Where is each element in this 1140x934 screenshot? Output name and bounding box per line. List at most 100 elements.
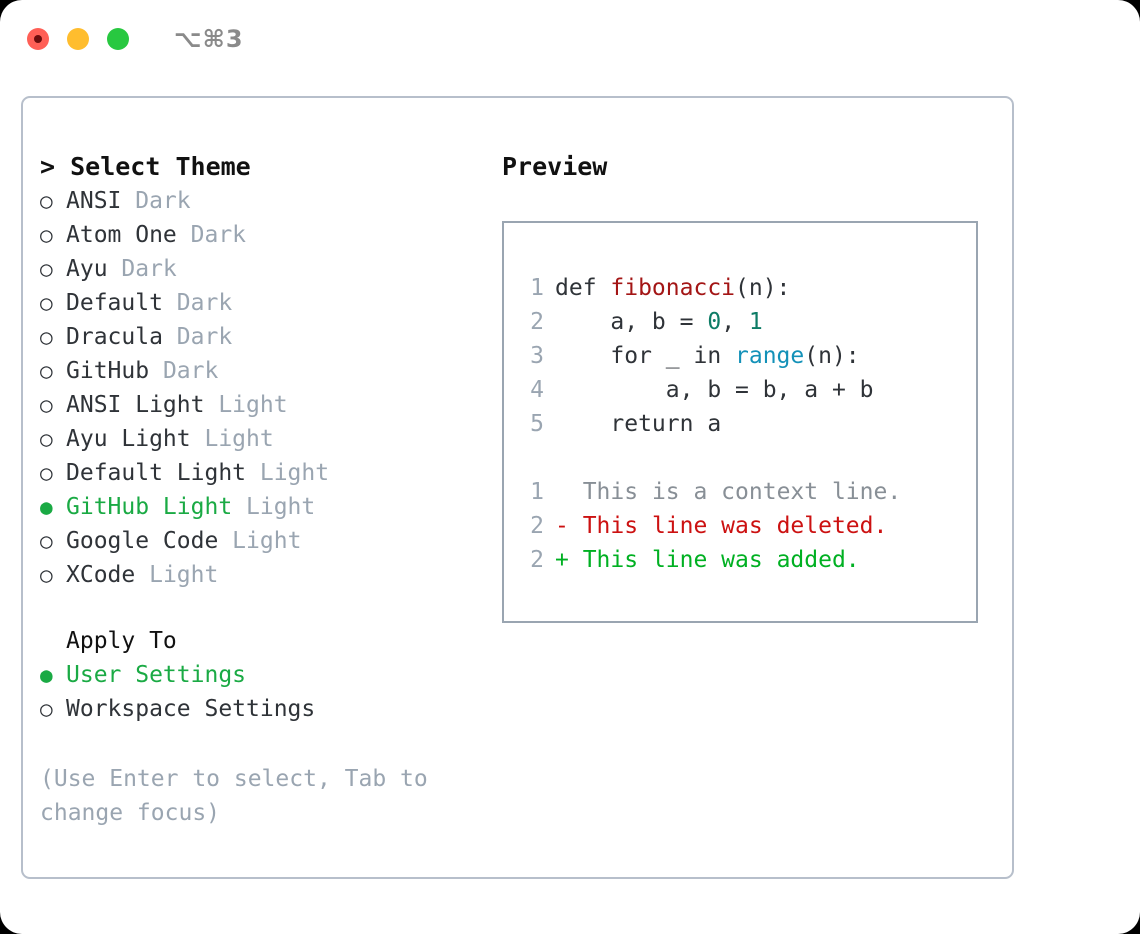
- radio-unselected-icon: ○: [40, 461, 53, 485]
- line-number: 1: [530, 479, 544, 505]
- theme-option-ansi-light[interactable]: ○ ANSI Light Light: [40, 388, 480, 422]
- code-token-plain: (n):: [804, 343, 860, 369]
- theme-option-label: Default: [66, 290, 163, 316]
- diff-line-context: 1 This is a context line.: [504, 475, 976, 509]
- line-number: 2: [530, 547, 544, 573]
- theme-option-label: XCode: [66, 562, 136, 588]
- diff-line-text: This is a context line.: [582, 479, 902, 505]
- radio-unselected-icon: ○: [40, 427, 53, 451]
- radio-selected-icon: ●: [40, 663, 53, 687]
- theme-option-default-light[interactable]: ○ Default Light Light: [40, 456, 480, 490]
- theme-option-label: Atom One: [66, 222, 177, 248]
- radio-unselected-icon: ○: [40, 325, 53, 349]
- theme-option-tag: Light: [135, 562, 219, 588]
- theme-option-tag: Light: [232, 494, 316, 520]
- theme-option-ayu-light[interactable]: ○Ayu Light Light: [40, 422, 480, 456]
- radio-unselected-icon: ○: [40, 189, 53, 213]
- radio-unselected-icon: ○: [40, 393, 53, 417]
- code-token-plain: a, b = b, a + b: [555, 377, 874, 403]
- code-line: 2 a, b = 0, 1: [504, 305, 976, 339]
- theme-option-label: Default Light: [66, 460, 247, 486]
- code-token-num: 1: [748, 309, 763, 335]
- theme-option-xcode[interactable]: ○XCode Light: [40, 558, 480, 592]
- theme-option-tag: Light: [204, 392, 288, 418]
- apply-to-option-label: User Settings: [66, 662, 247, 688]
- select-theme-heading: > Select Theme: [40, 152, 251, 181]
- code-token-plain: def: [555, 275, 611, 301]
- preview-heading: Preview: [502, 152, 608, 181]
- close-window-button[interactable]: [27, 28, 49, 50]
- theme-option-list: ○ ANSI Dark ○ Atom One Dark ○ Ayu Dark ○ Defaul…: [40, 184, 480, 592]
- apply-to-heading: Apply To: [66, 628, 177, 654]
- diff-line-text: This line was deleted.: [582, 513, 888, 539]
- radio-unselected-icon: ○: [40, 697, 53, 721]
- maximize-window-button[interactable]: [107, 28, 129, 50]
- theme-option-github-light[interactable]: ● GitHub Light Light: [40, 490, 480, 524]
- code-line: 5 return a: [504, 407, 976, 441]
- theme-option-dracula[interactable]: ○ Dracula Dark: [40, 320, 480, 354]
- diff-sample: 1 This is a context line.2- This line wa…: [504, 475, 976, 577]
- theme-option-label: ANSI Light: [66, 392, 205, 418]
- theme-option-label: Ayu: [66, 256, 108, 282]
- theme-option-tag: Dark: [107, 256, 177, 282]
- radio-unselected-icon: ○: [40, 223, 53, 247]
- theme-option-ayu[interactable]: ○ Ayu Dark: [40, 252, 480, 286]
- line-number: 4: [530, 377, 544, 403]
- apply-to-option-list: ● User Settings ○ Workspace Settings: [40, 658, 480, 726]
- radio-unselected-icon: ○: [40, 359, 53, 383]
- code-token-plain: ,: [721, 309, 749, 335]
- line-number: 2: [530, 309, 544, 335]
- code-token-builtin: range: [735, 343, 805, 369]
- diff-marker-deleted: -: [555, 513, 583, 539]
- theme-option-default[interactable]: ○ Default Dark: [40, 286, 480, 320]
- code-line-content: for _ in range(n):: [555, 339, 860, 373]
- line-number: 1: [530, 275, 544, 301]
- theme-option-tag: Dark: [121, 188, 191, 214]
- code-token-plain: for _ in: [555, 343, 736, 369]
- diff-line-deleted: 2- This line was deleted.: [504, 509, 976, 543]
- theme-option-tag: Light: [246, 460, 330, 486]
- theme-option-tag: Light: [218, 528, 302, 554]
- radio-unselected-icon: ○: [40, 257, 53, 281]
- diff-marker-context: [555, 475, 583, 509]
- apply-to-option-user-settings[interactable]: ● User Settings: [40, 658, 480, 692]
- diff-line-added: 2 + This line was added.: [504, 543, 976, 577]
- diff-line-text: This line was added.: [582, 547, 860, 573]
- code-token-num: 0: [707, 309, 722, 335]
- diff-marker-added: +: [555, 547, 583, 573]
- theme-option-label: GitHub Light: [66, 494, 233, 520]
- radio-unselected-icon: ○: [40, 291, 53, 315]
- code-line-content: def fibonacci(n):: [555, 271, 790, 305]
- theme-option-atom-one[interactable]: ○ Atom One Dark: [40, 218, 480, 252]
- apply-to-option-workspace-settings[interactable]: ○ Workspace Settings: [40, 692, 480, 726]
- panel-columns: > Select Theme ○ANSI Dark○Atom One Dark○…: [23, 98, 1012, 877]
- theme-option-ansi[interactable]: ○ ANSI Dark: [40, 184, 480, 218]
- code-line: 4 a, b = b, a + b: [504, 373, 976, 407]
- theme-option-label: ANSI: [66, 188, 122, 214]
- code-token-fn: fibonacci: [610, 275, 736, 301]
- section-spacer: [40, 592, 480, 624]
- theme-option-tag: Dark: [176, 222, 247, 248]
- theme-option-label: Dracula: [66, 324, 163, 350]
- minimize-window-button[interactable]: [67, 28, 89, 50]
- code-token-plain: a, b =: [555, 309, 708, 335]
- theme-option-google-code[interactable]: ○Google Code Light: [40, 524, 480, 558]
- line-number: 2: [530, 513, 544, 539]
- apply-to-option-label: Workspace Settings: [66, 696, 316, 722]
- theme-option-tag: Dark: [162, 290, 233, 316]
- theme-option-github[interactable]: ○GitHub Dark: [40, 354, 480, 388]
- theme-option-label: GitHub: [66, 358, 150, 384]
- theme-option-label: Ayu Light: [66, 426, 191, 452]
- code-token-plain: (n):: [735, 275, 791, 301]
- main-panel: > Select Theme ○ANSI Dark○Atom One Dark○…: [21, 96, 1014, 879]
- line-number: 3: [530, 343, 544, 369]
- code-line-content: return a: [555, 407, 721, 441]
- theme-option-tag: Dark: [162, 324, 233, 350]
- code-line-content: a, b = b, a + b: [555, 373, 874, 407]
- keyboard-shortcut-label: ⌥⌘3: [174, 25, 244, 53]
- radio-selected-icon: ●: [40, 495, 53, 519]
- line-number: 5: [530, 411, 544, 437]
